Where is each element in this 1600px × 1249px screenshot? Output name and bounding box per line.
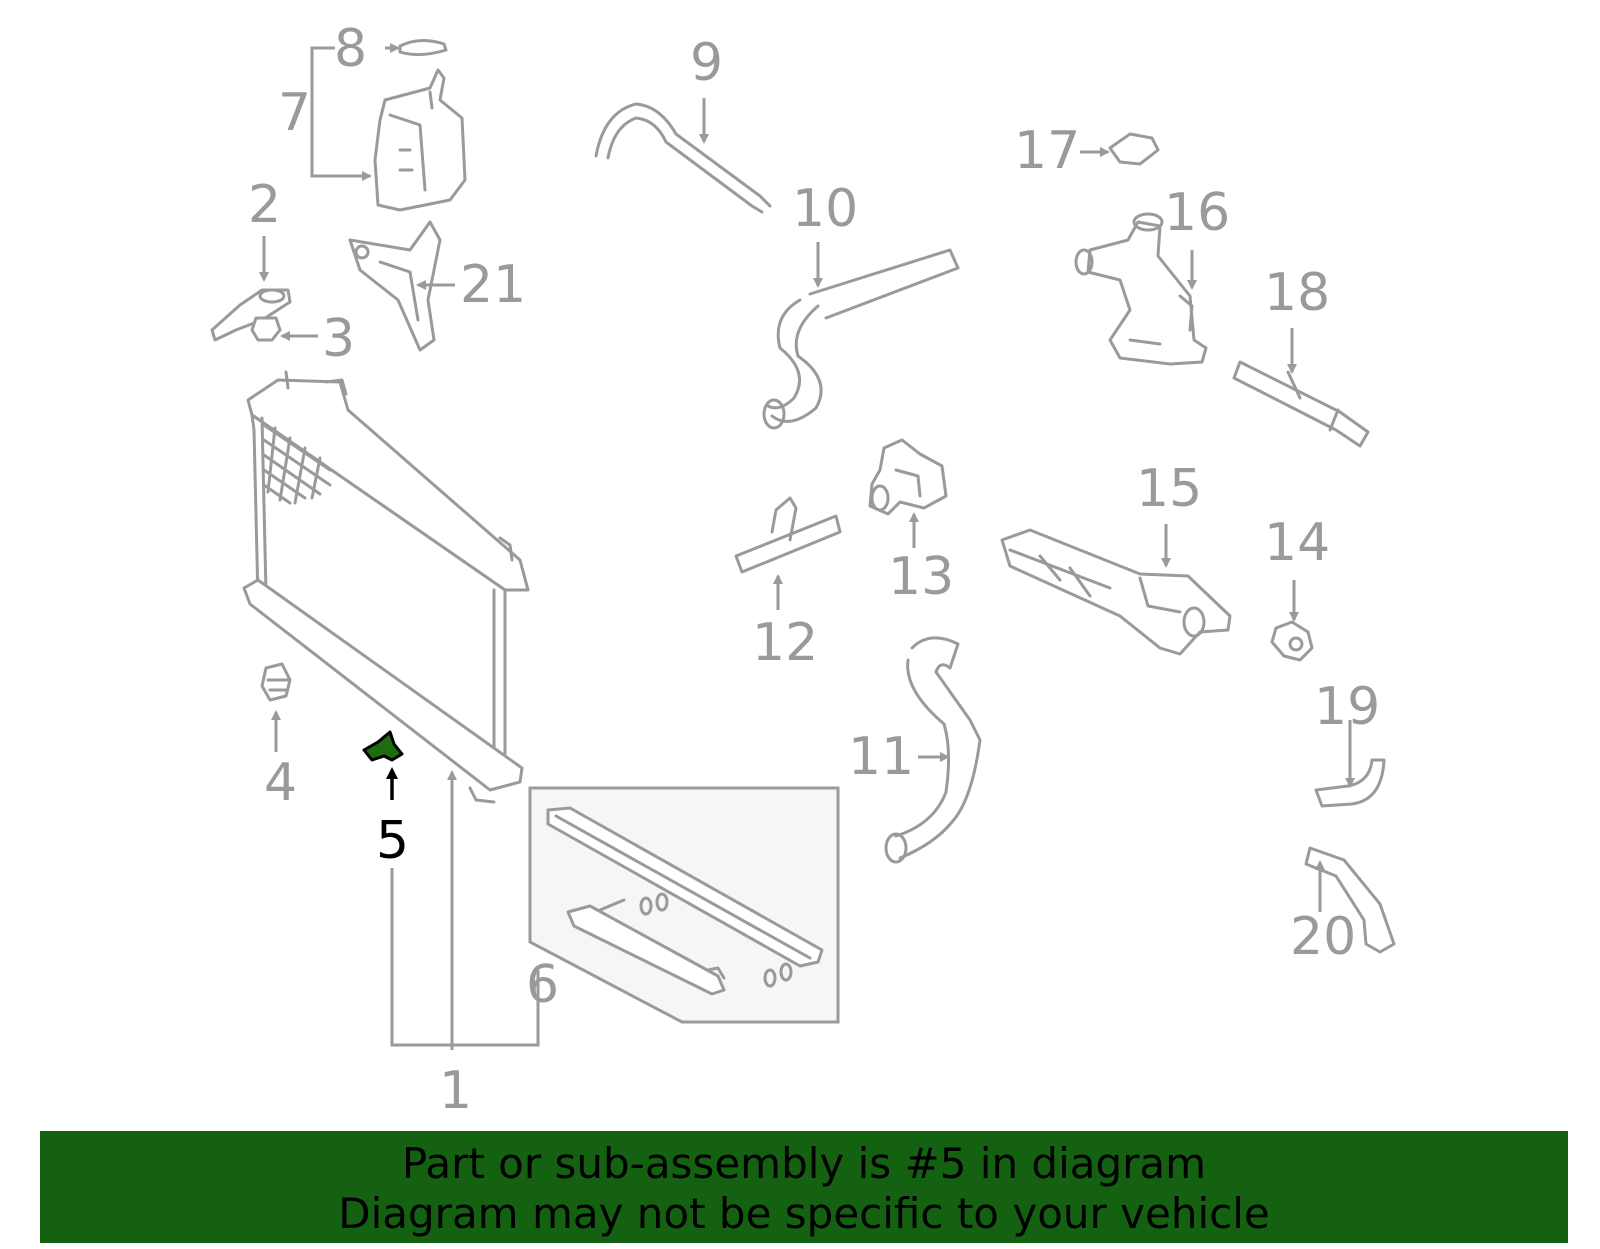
- housing-13-drawing: [868, 438, 948, 548]
- hose-11-drawing: [884, 636, 982, 864]
- callout-19: 19: [1314, 677, 1380, 737]
- highlighted-part-5-drawing: [362, 730, 540, 1047]
- callout-6: 6: [526, 955, 559, 1015]
- hoses-19-20-drawing: [1304, 720, 1396, 954]
- upper-mount-2-3-drawing: [210, 236, 318, 342]
- hose-10-drawing: [762, 242, 960, 430]
- callout-1: 1: [439, 1061, 472, 1121]
- info-banner: Part or sub-assembly is #5 in diagram Di…: [40, 1131, 1568, 1243]
- callout-18: 18: [1264, 263, 1330, 323]
- callout-3: 3: [322, 309, 355, 369]
- passage-15-drawing: [1000, 524, 1232, 656]
- reservoir-tank-drawing: [373, 39, 467, 212]
- outlet-16-17-drawing: [1074, 132, 1208, 366]
- callout-9: 9: [690, 33, 723, 93]
- callout-13: 13: [888, 547, 954, 607]
- leader-7-8: [310, 43, 400, 181]
- callout-15: 15: [1136, 459, 1202, 519]
- callout-10: 10: [792, 179, 858, 239]
- banner-line-part: Part or sub-assembly is #5 in diagram: [401, 1139, 1207, 1188]
- pipe-12-drawing: [734, 496, 842, 610]
- callout-20: 20: [1290, 907, 1356, 967]
- callout-4: 4: [264, 753, 297, 813]
- callout-21: 21: [460, 255, 526, 315]
- callout-5: 5: [376, 811, 409, 871]
- callout-16: 16: [1164, 183, 1230, 243]
- sensor-14-drawing: [1270, 580, 1314, 662]
- callout-8: 8: [334, 19, 367, 79]
- hose-18-drawing: [1232, 328, 1370, 448]
- hose-9-drawing: [594, 98, 772, 214]
- drain-cock-4-drawing: [260, 662, 292, 752]
- callout-labels: 1 2 3 4 5 6 7 8 9 10 11 12 13 14 15 16 1…: [248, 19, 1380, 1121]
- callout-7: 7: [278, 83, 311, 143]
- callout-14: 14: [1264, 513, 1330, 573]
- radiator-drawing: [242, 370, 530, 1050]
- callout-2: 2: [248, 175, 281, 235]
- bracket-21-drawing: [348, 220, 455, 352]
- banner-line-disclaimer: Diagram may not be specific to your vehi…: [338, 1189, 1270, 1238]
- callout-11: 11: [848, 727, 914, 787]
- callout-12: 12: [752, 613, 818, 673]
- callout-17: 17: [1014, 121, 1080, 181]
- inset-6-drawing: [528, 786, 840, 1024]
